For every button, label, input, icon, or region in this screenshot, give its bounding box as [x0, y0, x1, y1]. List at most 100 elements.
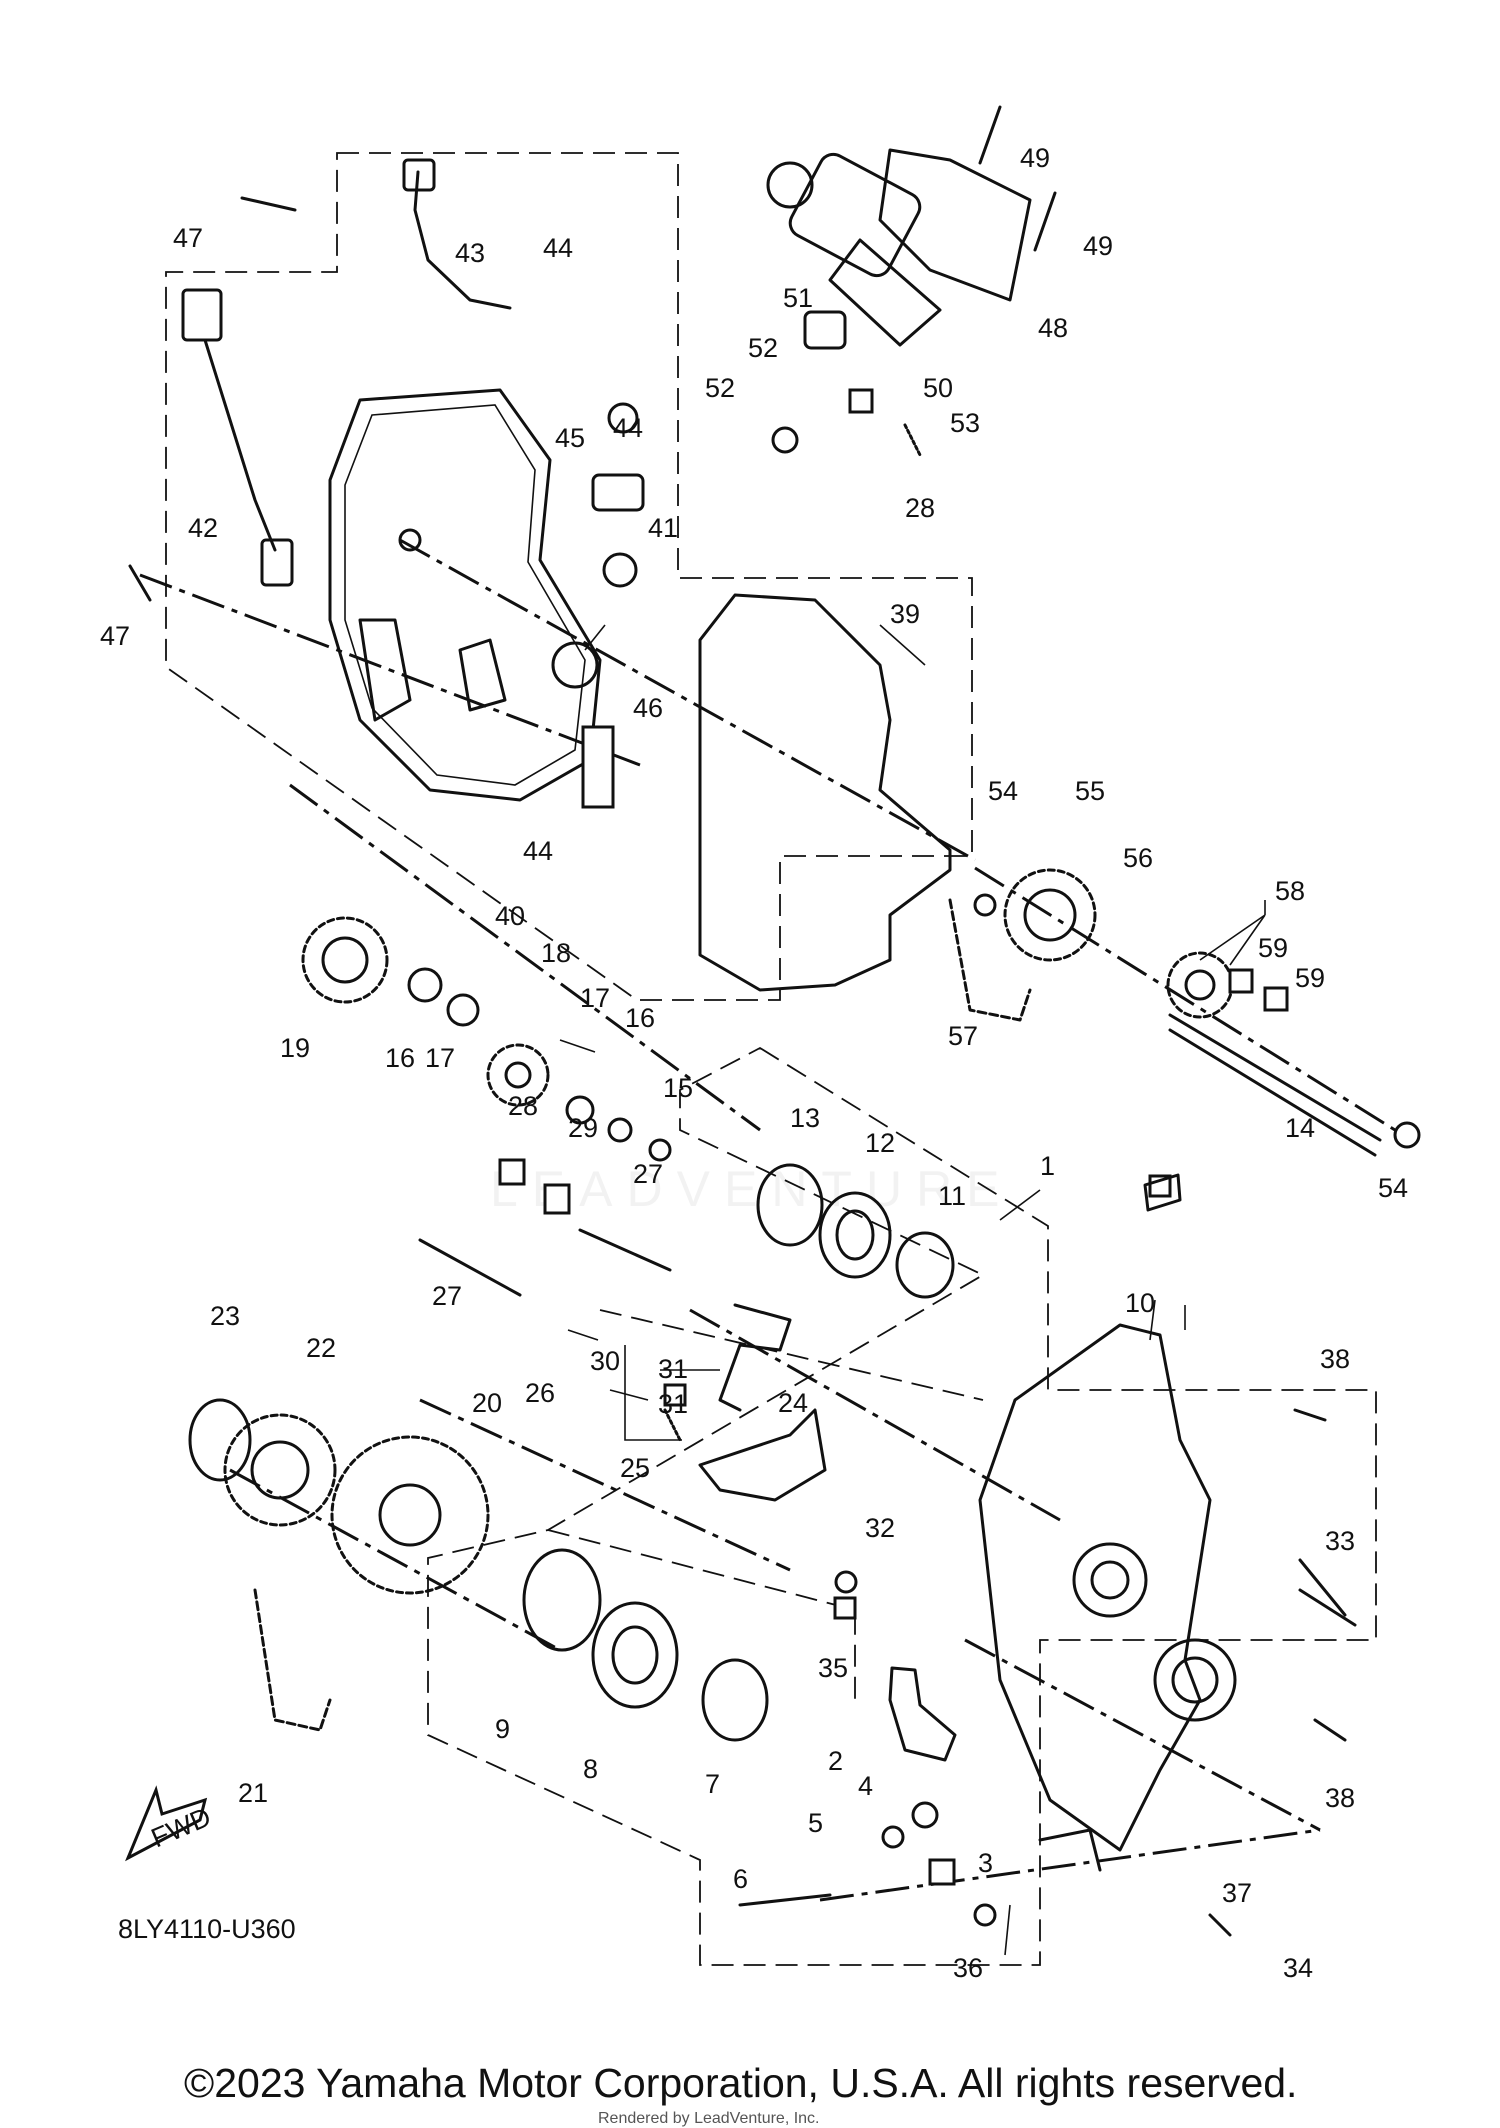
axis-line-9 — [964, 1638, 1321, 1832]
callout-27a: 27 — [432, 1281, 462, 1311]
callout-57: 57 — [948, 1021, 978, 1051]
callout-12: 12 — [865, 1128, 895, 1158]
callout-32: 32 — [865, 1513, 895, 1543]
callout-5: 5 — [808, 1808, 823, 1838]
callout-7: 7 — [705, 1769, 720, 1799]
axis-line-2 — [399, 538, 976, 862]
callout-leaders — [559, 624, 1266, 1956]
callout-59a: 59 — [1258, 933, 1288, 963]
callout-41: 41 — [648, 513, 678, 543]
callout-46: 46 — [633, 693, 663, 723]
watermark: LEADVENTURE — [490, 1161, 1014, 1217]
fwd-arrow: FWD — [125, 1785, 215, 1862]
boundary-shift — [599, 1309, 984, 1401]
callout-6: 6 — [733, 1864, 748, 1894]
copyright-notice: ©2023 Yamaha Motor Corporation, U.S.A. A… — [184, 2060, 1298, 2106]
callout-labels: 1 2 3 4 5 6 7 8 9 10 11 12 13 14 15 16 1… — [100, 143, 1408, 1983]
callout-24: 24 — [778, 1388, 808, 1418]
callout-53: 53 — [950, 408, 980, 438]
callout-18: 18 — [541, 938, 571, 968]
callout-14: 14 — [1285, 1113, 1315, 1143]
callout-31b: 31 — [658, 1389, 688, 1419]
callout-20: 20 — [472, 1388, 502, 1418]
callout-44c: 44 — [523, 836, 553, 866]
callout-49b: 49 — [1083, 231, 1113, 261]
callout-44a: 44 — [543, 233, 573, 263]
callout-3: 3 — [978, 1848, 993, 1878]
callout-9: 9 — [495, 1714, 510, 1744]
stopper-plate — [888, 1666, 957, 1762]
callout-43: 43 — [455, 238, 485, 268]
callout-1: 1 — [1040, 1151, 1055, 1181]
boundary-crankcase — [547, 1529, 856, 1700]
callout-21: 21 — [238, 1778, 268, 1808]
chains — [253, 898, 1032, 1732]
bracket-plate — [878, 148, 1032, 302]
callout-23: 23 — [210, 1301, 240, 1331]
callout-47a: 47 — [173, 223, 203, 253]
crankcase — [978, 1323, 1237, 1872]
callout-2: 2 — [828, 1746, 843, 1776]
callout-29: 29 — [568, 1113, 598, 1143]
callout-8: 8 — [583, 1754, 598, 1784]
callout-47b: 47 — [100, 621, 130, 651]
callout-42: 42 — [188, 513, 218, 543]
diagram-page-code: 8LY4110-U360 — [118, 1914, 296, 1944]
rendered-by-notice: Rendered by LeadVenture, Inc. — [598, 2110, 820, 2127]
callout-35: 35 — [818, 1653, 848, 1683]
callout-31a: 31 — [658, 1354, 688, 1384]
callout-52a: 52 — [748, 333, 778, 363]
callout-56: 56 — [1123, 843, 1153, 873]
shift-forks — [698, 1303, 827, 1502]
callout-38b: 38 — [1325, 1783, 1355, 1813]
callout-44b: 44 — [613, 413, 643, 443]
callout-51: 51 — [783, 283, 813, 313]
leader-lines — [139, 538, 1396, 1902]
callout-54b: 54 — [1378, 1173, 1408, 1203]
callout-45: 45 — [555, 423, 585, 453]
callout-26: 26 — [525, 1378, 555, 1408]
callout-13: 13 — [790, 1103, 820, 1133]
callout-37: 37 — [1222, 1878, 1252, 1908]
callout-15: 15 — [663, 1073, 693, 1103]
callout-52b: 52 — [705, 373, 735, 403]
callout-4: 4 — [858, 1771, 873, 1801]
misc-parts — [581, 388, 1182, 1927]
clutch-cover — [328, 388, 602, 802]
callout-50: 50 — [923, 373, 953, 403]
callout-11: 11 — [938, 1181, 966, 1211]
callout-28b: 28 — [905, 493, 935, 523]
callout-59b: 59 — [1295, 963, 1325, 993]
gears — [223, 868, 1234, 1595]
wire-harness — [181, 158, 512, 587]
callout-55: 55 — [1075, 776, 1105, 806]
callout-38a: 38 — [1320, 1344, 1350, 1374]
callout-22: 22 — [306, 1333, 336, 1363]
callout-25: 25 — [620, 1453, 650, 1483]
callout-36: 36 — [953, 1953, 983, 1983]
callout-16b: 16 — [625, 1003, 655, 1033]
callout-16a: 16 — [385, 1043, 415, 1073]
gasket — [698, 593, 952, 992]
axis-line-5 — [419, 1398, 791, 1572]
axis-line-7 — [229, 1468, 561, 1652]
callout-49a: 49 — [1020, 143, 1050, 173]
axis-line-8 — [819, 1828, 1321, 1902]
callout-33: 33 — [1325, 1526, 1355, 1556]
callout-10: 10 — [1125, 1288, 1155, 1318]
callout-34: 34 — [1283, 1953, 1313, 1983]
screws — [128, 105, 1347, 1937]
callout-17b: 17 — [580, 983, 610, 1013]
axis-line-3 — [974, 866, 1396, 1132]
callout-40: 40 — [495, 901, 525, 931]
callout-54a: 54 — [988, 776, 1018, 806]
rings-and-bearings — [188, 402, 1421, 1742]
pins-and-shafts — [418, 423, 1382, 1907]
boundary-cover-assembly — [165, 152, 973, 1001]
callout-27b: 27 — [633, 1159, 663, 1189]
callout-48: 48 — [1038, 313, 1068, 343]
axis-line-1 — [139, 573, 641, 767]
callout-17a: 17 — [425, 1043, 455, 1073]
assembly-boundaries — [165, 152, 1377, 1966]
